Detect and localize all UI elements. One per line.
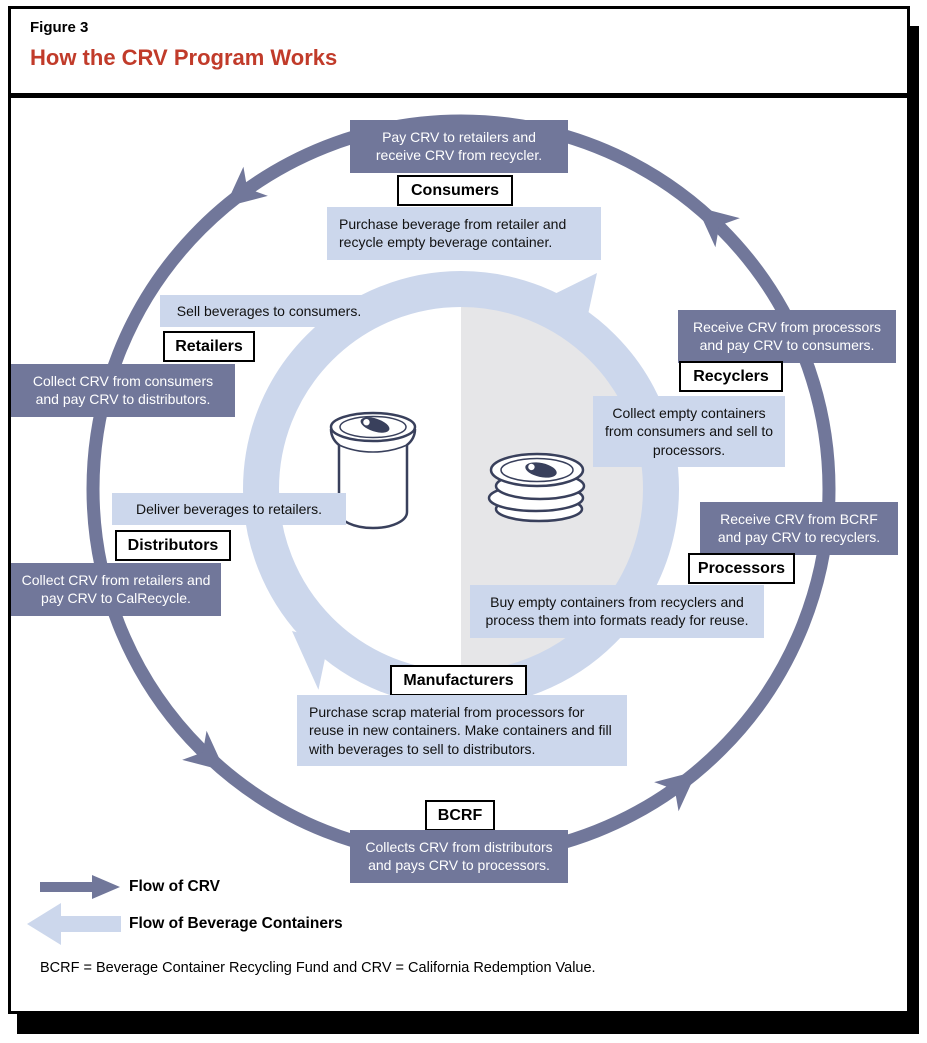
figure-number: Figure 3 (30, 19, 89, 36)
crushed-can-icon (487, 452, 586, 523)
beverage-can-icon (329, 411, 417, 530)
recyclers-label: Recyclers (679, 361, 783, 393)
recyclers-containers-box: Collect empty containers from consumers … (593, 396, 785, 468)
container-flow-legend-label: Flow of Beverage Containers (129, 915, 343, 932)
crv-flow-arrowhead-icon (182, 730, 225, 771)
retailers-containers-box: Sell beverages to consumers. (160, 295, 378, 328)
distributors-crv-box: Collect CRV from retailers and pay CRV t… (11, 563, 221, 616)
figure-header: Figure 3 How the CRV Program Works (11, 9, 907, 98)
retailers-crv-box: Collect CRV from consumers and pay CRV t… (11, 364, 235, 417)
manufacturers-label: Manufacturers (390, 665, 527, 697)
bcrf-label: BCRF (425, 800, 495, 832)
crv-flow-arrowhead-icon (654, 771, 697, 812)
consumers-crv-box: Pay CRV to retailers and receive CRV fro… (350, 120, 568, 173)
processors-label: Processors (688, 553, 795, 585)
manufacturers-containers-box: Purchase scrap material from processors … (297, 695, 627, 767)
figure-content: Figure 3 How the CRV Program Works Pay C… (11, 9, 907, 1011)
processors-containers-box: Buy empty containers from recyclers and … (470, 585, 764, 638)
bcrf-crv-box: Collects CRV from distributors and pays … (350, 830, 568, 883)
retailers-label: Retailers (163, 331, 255, 363)
crv-flow-legend-arrow-icon (40, 875, 120, 899)
crv-flow-arrowhead-icon (697, 207, 740, 248)
distributors-label: Distributors (115, 530, 231, 562)
figure-title: How the CRV Program Works (30, 45, 338, 70)
footnote: BCRF = Beverage Container Recycling Fund… (40, 960, 596, 976)
figure-panel: Figure 3 How the CRV Program Works Pay C… (8, 6, 910, 1014)
consumers-containers-box: Purchase beverage from retailer and recy… (327, 207, 601, 260)
crv-flow-arrowhead-icon (225, 166, 268, 207)
container-flow-legend-arrow-icon (27, 903, 121, 945)
crv-flow-legend-label: Flow of CRV (129, 878, 220, 895)
recyclers-crv-box: Receive CRV from processors and pay CRV … (678, 310, 896, 363)
distributors-containers-box: Deliver beverages to retailers. (112, 493, 346, 526)
container-flow-arrowhead-icon (539, 273, 597, 336)
consumers-label: Consumers (397, 175, 513, 207)
processors-crv-box: Receive CRV from BCRF and pay CRV to rec… (700, 502, 898, 555)
container-flow-arrowhead-icon (292, 631, 355, 690)
